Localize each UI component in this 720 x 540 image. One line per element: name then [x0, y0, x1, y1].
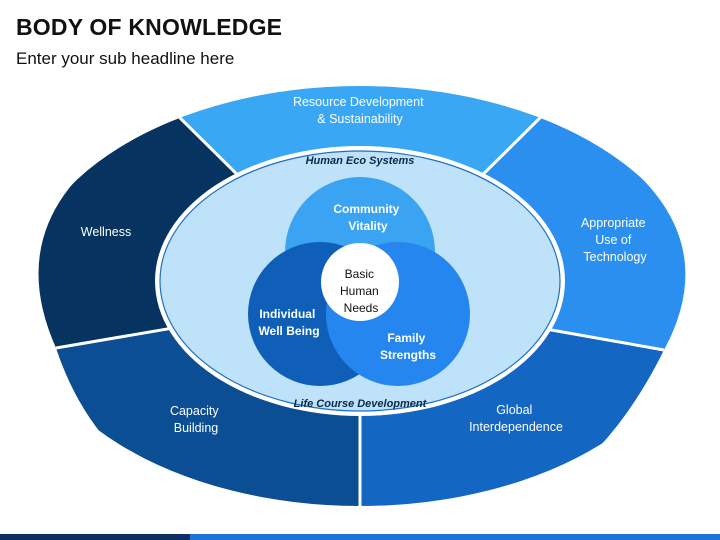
label-line: Global	[496, 403, 532, 417]
label-line: Capacity	[170, 404, 219, 418]
label-line: Family	[387, 331, 425, 345]
label-line: Appropriate	[581, 216, 646, 230]
label-line: Basic	[345, 267, 374, 281]
label-line: & Sustainability	[317, 112, 403, 126]
label-line: Human	[340, 284, 379, 298]
page-title: BODY OF KNOWLEDGE	[16, 14, 283, 40]
label-line: Strengths	[380, 348, 436, 362]
label-line: Wellness	[81, 225, 131, 239]
label-individual-well-being: Individual Well Being	[258, 307, 319, 338]
label-human-eco-systems: Human Eco Systems	[306, 155, 415, 167]
page-subtitle: Enter your sub headline here	[16, 49, 235, 68]
label-line: Individual	[259, 307, 315, 321]
footer-bar-light	[190, 534, 720, 540]
label-wellness: Wellness	[81, 225, 131, 239]
label-line: Interdependence	[469, 420, 563, 434]
label-capacity-building: Capacity Building	[170, 404, 222, 435]
label-line: Use of	[595, 233, 632, 247]
label-life-course-development: Life Course Development	[294, 398, 428, 410]
label-line: Needs	[344, 301, 379, 315]
circle-basic-human-needs	[321, 243, 399, 321]
footer-bar-dark	[0, 534, 190, 540]
label-resource-development: Resource Development & Sustainability	[293, 95, 427, 126]
label-line: Community	[333, 202, 399, 216]
label-line: Building	[174, 421, 219, 435]
footer-accent-bar	[0, 534, 720, 540]
label-line: Well Being	[258, 324, 319, 338]
label-family-strengths: Family Strengths	[380, 331, 436, 362]
label-global-interdependence: Global Interdependence	[469, 403, 563, 434]
label-basic-human-needs: Basic Human Needs	[340, 267, 382, 315]
outer-segment-labels: Resource Development & Sustainability Ap…	[81, 95, 649, 435]
label-community-vitality: Community Vitality	[333, 202, 402, 233]
label-appropriate-technology: Appropriate Use of Technology	[581, 216, 649, 264]
label-line: Resource Development	[293, 95, 424, 109]
label-line: Technology	[583, 250, 647, 264]
label-line: Vitality	[348, 219, 387, 233]
